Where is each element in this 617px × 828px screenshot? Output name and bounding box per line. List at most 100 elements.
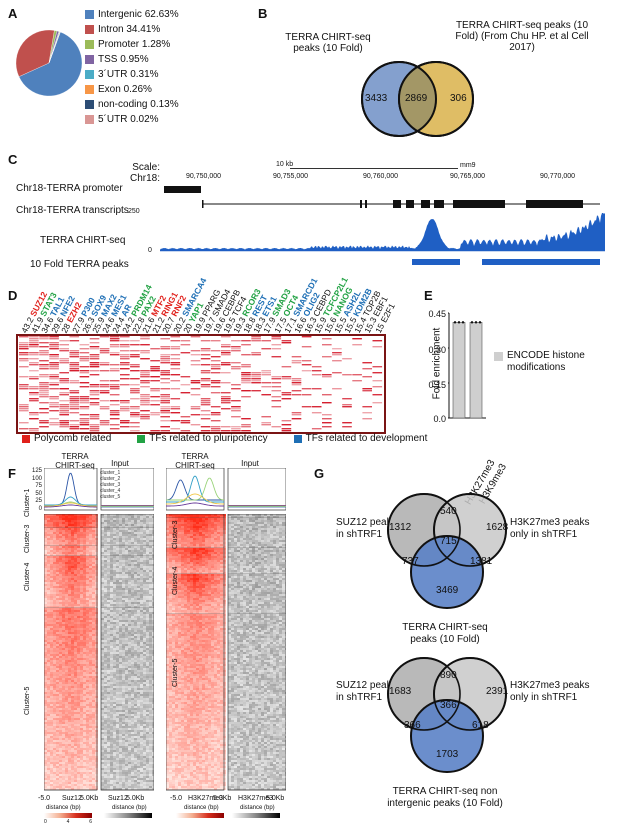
heat-cell <box>53 516 56 518</box>
heat-cell <box>109 410 120 412</box>
heat-cell <box>160 410 170 412</box>
heat-cell <box>71 656 74 658</box>
heat-cell <box>77 736 80 738</box>
heat-cell <box>59 358 69 360</box>
input-cell <box>104 630 107 632</box>
heat-cell <box>140 398 150 400</box>
heat-cell <box>281 392 292 394</box>
heat-cell <box>86 668 89 670</box>
heat-cell <box>56 678 59 680</box>
input-cell <box>125 742 128 744</box>
heat-cell <box>50 744 53 746</box>
heat-cell <box>80 660 83 662</box>
heat-cell <box>311 388 322 390</box>
heat-cell <box>62 594 65 596</box>
heat-cell <box>251 354 261 356</box>
input-cell <box>134 718 137 720</box>
heat-cell <box>221 408 231 410</box>
f-ytick: 25 <box>35 498 42 504</box>
heat-cell <box>47 640 50 642</box>
input-cell <box>140 558 143 560</box>
input-cell <box>143 740 146 742</box>
input-cell <box>140 598 143 600</box>
input-cell <box>149 712 152 714</box>
heat-cell <box>200 400 211 402</box>
heat-cell <box>89 694 92 696</box>
input-cell <box>113 690 116 692</box>
input-cell <box>143 610 146 612</box>
heat-cell <box>92 522 95 524</box>
heat-cell <box>68 562 71 564</box>
heat-cell <box>50 574 53 576</box>
input-cell <box>134 514 137 516</box>
heat-cell <box>77 688 80 690</box>
pie-slice <box>48 31 61 64</box>
input-cell <box>119 740 122 742</box>
input-cell <box>128 692 131 694</box>
input-cell <box>140 720 143 722</box>
input-cell <box>119 578 122 580</box>
heat-cell <box>39 364 49 366</box>
input-cell <box>107 520 110 522</box>
input-cell <box>131 544 134 546</box>
input-cell <box>113 700 116 702</box>
input-cell <box>101 514 104 516</box>
heat-cell <box>44 744 47 746</box>
input-cell <box>110 524 113 526</box>
heat-cell <box>59 554 62 556</box>
input-cell <box>104 708 107 710</box>
heat-cell <box>89 638 92 640</box>
heat-cell <box>56 584 59 586</box>
input-cell <box>107 730 110 732</box>
input-cell <box>119 612 122 614</box>
heat-cell <box>68 558 71 560</box>
input-cell <box>104 714 107 716</box>
heat-cell <box>92 582 95 584</box>
input-cell <box>101 626 104 628</box>
input-cell <box>146 650 149 652</box>
input-cell <box>152 612 154 614</box>
heat-cell <box>92 678 95 680</box>
input-cell <box>140 716 143 718</box>
heat-cell <box>80 564 83 566</box>
heat-cell <box>77 722 80 724</box>
heat-cell <box>77 610 80 612</box>
heat-cell <box>68 524 71 526</box>
input-cell <box>149 588 152 590</box>
heat-cell <box>62 668 65 670</box>
heat-cell <box>71 600 74 602</box>
heat-cell <box>50 604 53 606</box>
heat-cell <box>231 368 241 370</box>
heat-cell <box>77 542 80 544</box>
input-cell <box>104 534 107 536</box>
input-cell <box>119 628 122 630</box>
heat-cell <box>95 648 98 650</box>
heat-cell <box>59 626 62 628</box>
heat-cell <box>62 700 65 702</box>
input-cell <box>116 644 119 646</box>
input-cell <box>107 646 110 648</box>
heat-cell <box>92 666 95 668</box>
input-cell <box>140 548 143 550</box>
heat-cell <box>68 622 71 624</box>
heat-cell <box>95 542 98 544</box>
heat-cell <box>71 518 74 520</box>
input-cell <box>122 542 125 544</box>
input-cell <box>131 540 134 542</box>
input-cell <box>137 626 140 628</box>
heat-cell <box>89 366 100 368</box>
heat-cell <box>86 602 89 604</box>
input-cell <box>143 556 146 558</box>
exon <box>406 200 414 208</box>
input-cell <box>131 716 134 718</box>
input-cell <box>149 520 152 522</box>
input-cell <box>140 572 143 574</box>
input-cell <box>107 682 110 684</box>
input-cell <box>101 582 104 584</box>
heat-cell <box>65 566 68 568</box>
heat-cell <box>62 558 65 560</box>
input-cell <box>137 690 140 692</box>
heat-cell <box>86 738 89 740</box>
heat-cell <box>86 616 89 618</box>
heat-cell <box>19 358 29 360</box>
